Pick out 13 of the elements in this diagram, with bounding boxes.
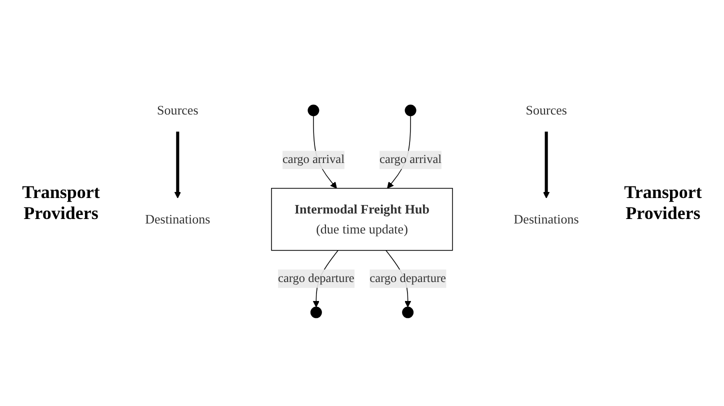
- node-text: Destinations: [514, 211, 579, 226]
- arrow: [174, 131, 182, 198]
- node-box: Intermodal Freight Hub (due time update): [271, 187, 453, 250]
- node-text: Sources: [526, 102, 567, 118]
- arrow: [542, 131, 550, 198]
- side-label: Transport Providers: [623, 182, 703, 224]
- node-text: Sources: [157, 102, 198, 118]
- node-text: Destinations: [145, 211, 210, 226]
- side-label: Transport Providers: [21, 182, 101, 224]
- edge-label: cargo arrival: [380, 152, 442, 166]
- edge-label: cargo departure: [278, 271, 354, 284]
- edge-label: cargo departure: [370, 271, 446, 284]
- edge-label: cargo arrival: [282, 152, 344, 166]
